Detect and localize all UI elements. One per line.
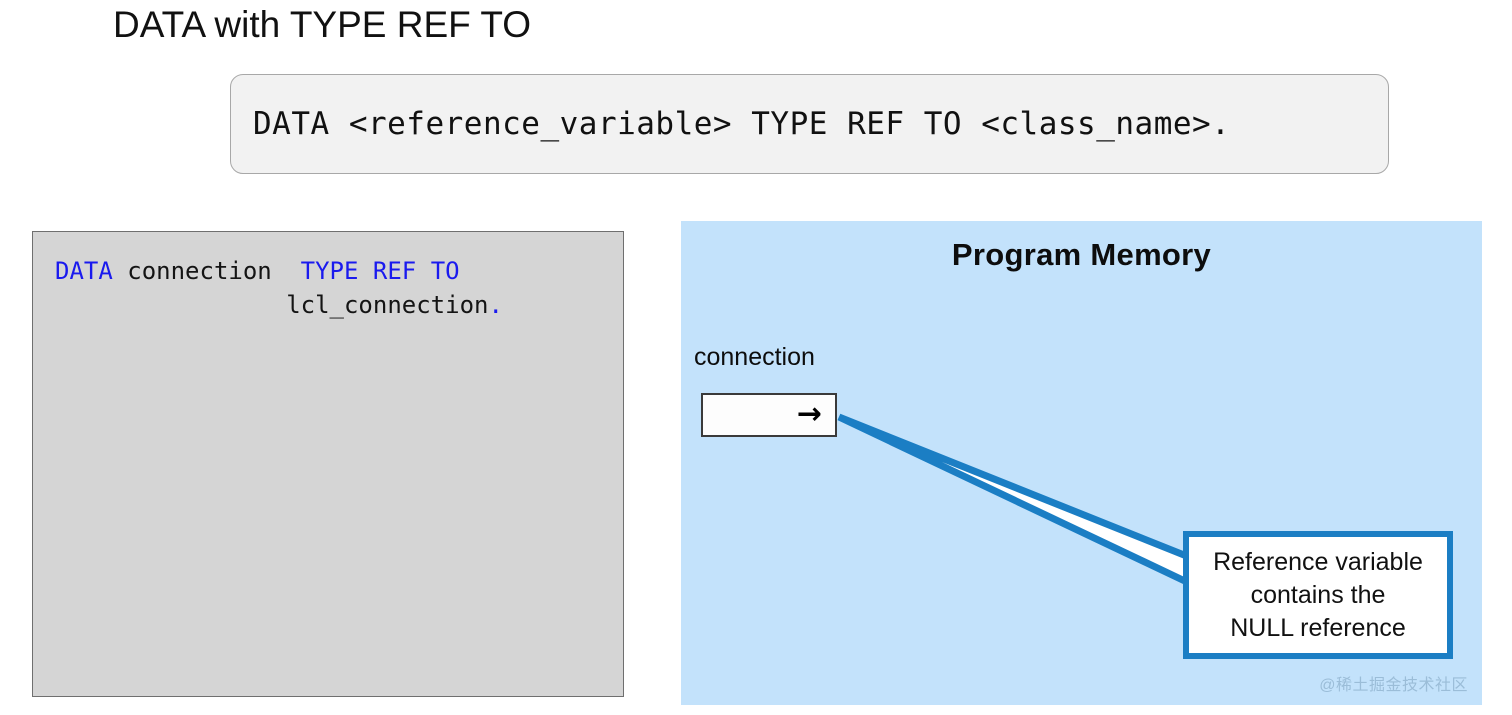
- callout-box: Reference variable contains the NULL ref…: [1183, 531, 1453, 659]
- syntax-statement-text: DATA <reference_variable> TYPE REF TO <c…: [253, 106, 1231, 142]
- code-statement-period: .: [488, 291, 503, 319]
- reference-variable-box: →: [701, 393, 837, 437]
- code-identifier-connection: connection: [127, 257, 272, 285]
- program-memory-title: Program Memory: [951, 237, 1212, 272]
- code-identifier-class: lcl_connection: [286, 291, 489, 319]
- watermark: @稀土掘金技术社区: [1319, 677, 1468, 694]
- variable-name-label: connection: [694, 343, 815, 371]
- callout-text: Reference variable contains the NULL ref…: [1213, 547, 1423, 642]
- code-keyword-type-ref-to: TYPE REF TO: [300, 257, 460, 285]
- code-block: DATA connection TYPE REF TO lcl_connecti…: [55, 254, 503, 322]
- page-title: DATA with TYPE REF TO: [113, 4, 532, 45]
- code-keyword-data: DATA: [55, 257, 113, 285]
- arrow-right-icon: →: [796, 396, 822, 432]
- program-memory-panel: Program Memory connection → Reference va…: [681, 221, 1482, 705]
- syntax-box: DATA <reference_variable> TYPE REF TO <c…: [230, 74, 1389, 174]
- code-panel: DATA connection TYPE REF TO lcl_connecti…: [32, 231, 624, 697]
